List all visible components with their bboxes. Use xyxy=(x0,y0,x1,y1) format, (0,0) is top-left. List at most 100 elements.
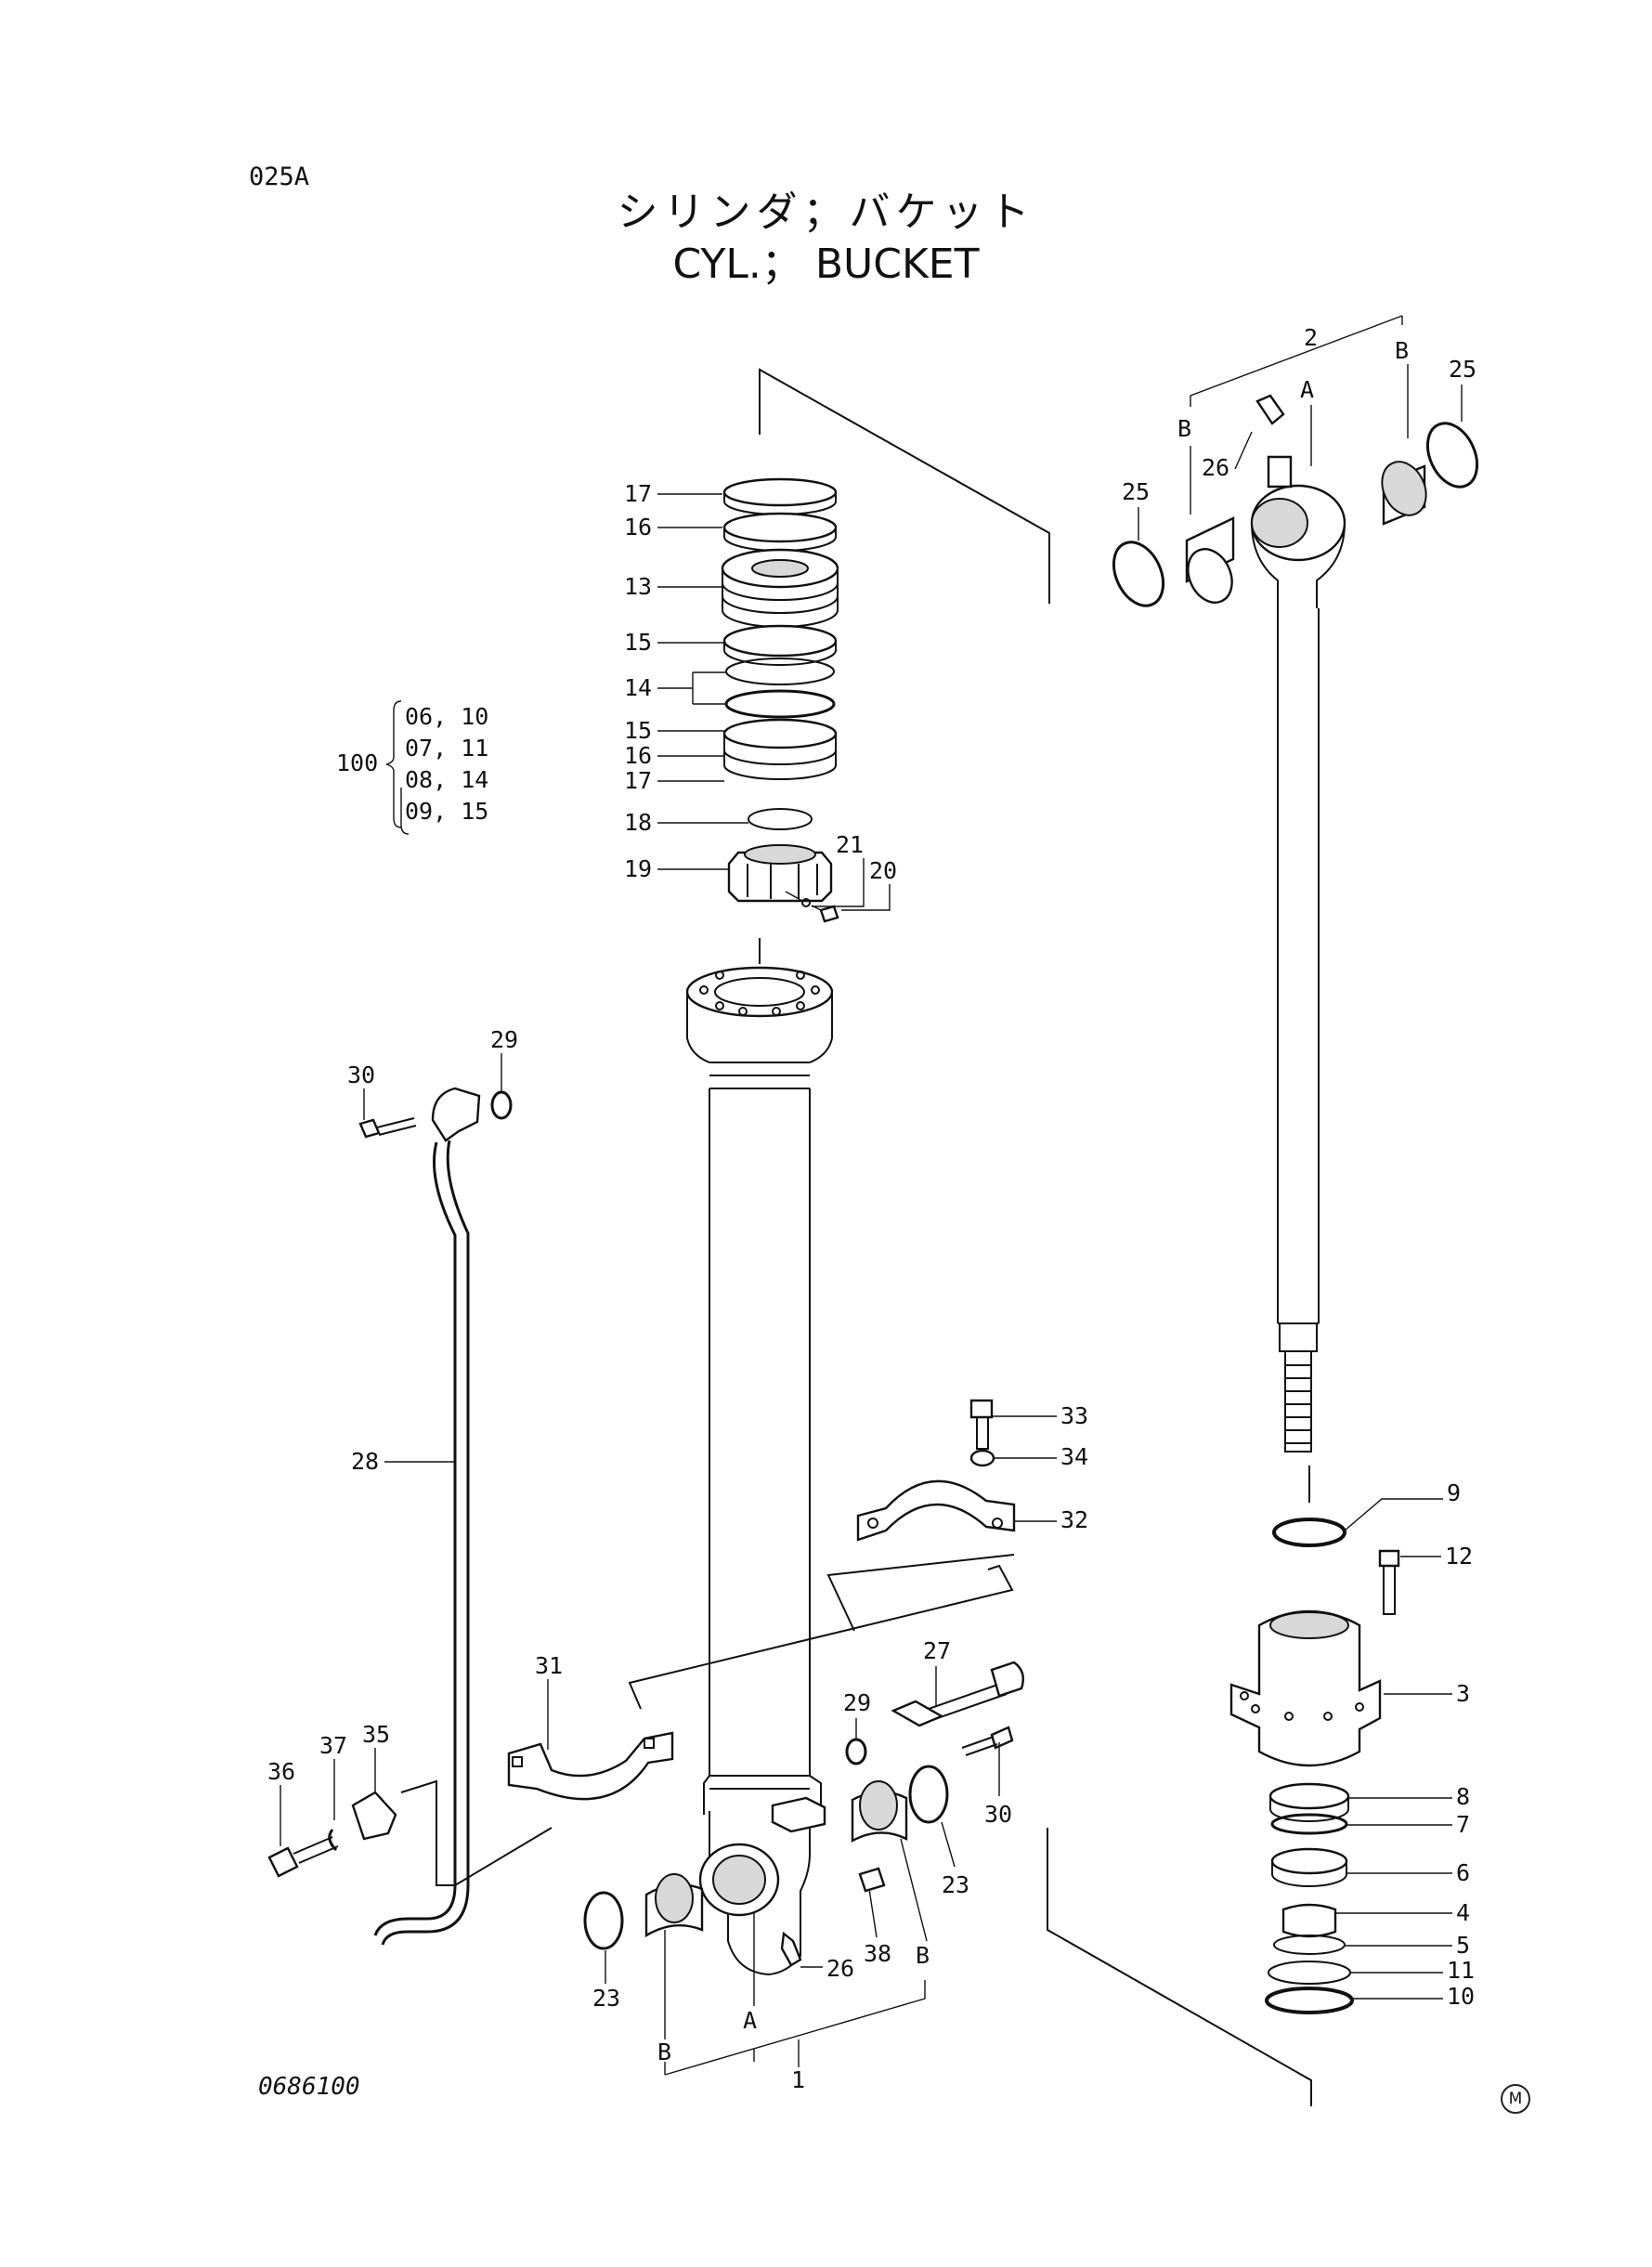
callout-29-top: 29 xyxy=(490,1026,518,1053)
backup-ring-11 xyxy=(1268,1961,1351,1985)
rod-grease-boss xyxy=(1267,455,1293,489)
callout-15-lower: 15 xyxy=(624,717,652,744)
callout-26-bottom: 26 xyxy=(826,1955,854,1982)
tube-head-flange xyxy=(685,966,834,1018)
elbow-fitting xyxy=(431,1087,481,1142)
callout-3: 3 xyxy=(1456,1680,1470,1707)
clamp-link-line-2 xyxy=(826,1554,1015,1632)
assembly-bracket-top xyxy=(759,368,1050,604)
bolt-33 xyxy=(969,1399,994,1419)
callout-23-right: 23 xyxy=(942,1871,969,1898)
callout-6: 6 xyxy=(1456,1859,1470,1886)
callout-17-lower: 17 xyxy=(624,767,652,794)
wear-ring-17 xyxy=(722,477,838,507)
piston-rod xyxy=(1112,394,1479,1453)
rod-head-callouts: 9 12 3 8 7 6 4 5 11 10 xyxy=(1335,1479,1475,2010)
set-screw-20 xyxy=(819,905,839,923)
callout-26-top: 26 xyxy=(1202,454,1229,481)
washer-34 xyxy=(969,1449,995,1467)
callout-31: 31 xyxy=(535,1652,563,1679)
callout-B-rod-right: B xyxy=(1395,337,1409,364)
callout-18: 18 xyxy=(624,809,652,836)
seal-8 xyxy=(1268,1782,1350,1810)
assembly-bracket-bottom xyxy=(1047,1828,1312,2106)
seal-14-a xyxy=(725,658,835,685)
pipe-callouts: 29 30 28 31 35 37 36 33 34 32 27 29 30 2… xyxy=(267,1026,1088,2012)
dust-seal-25-left xyxy=(1112,541,1165,607)
clamp-35 xyxy=(351,1791,397,1841)
pipe-28-outer xyxy=(373,1141,457,1936)
bolt-30-bottom-head xyxy=(990,1726,1014,1750)
callout-7: 7 xyxy=(1456,1811,1470,1838)
seal-14-b xyxy=(724,689,836,719)
callout-32: 32 xyxy=(1060,1506,1088,1533)
callout-10: 10 xyxy=(1447,1983,1475,2010)
plug-38 xyxy=(858,1867,886,1893)
o-ring-29-top xyxy=(490,1090,513,1120)
callout-35: 35 xyxy=(362,1721,390,1748)
callout-28: 28 xyxy=(351,1448,379,1475)
callout-14: 14 xyxy=(624,674,652,701)
o-ring-10 xyxy=(1265,1987,1354,2014)
callout-36: 36 xyxy=(267,1758,295,1785)
callout-25-left: 25 xyxy=(1122,478,1150,505)
callout-25-right: 25 xyxy=(1449,356,1476,383)
tube-bracket-line xyxy=(664,1980,926,2076)
kit-line-1: 06, 10 xyxy=(405,703,488,730)
callout-2: 2 xyxy=(1304,324,1318,351)
pipe-28-inner xyxy=(381,1140,470,1946)
callout-B-rod-left: B xyxy=(1177,415,1191,442)
clamp-32 xyxy=(856,1479,1016,1542)
callout-17-top: 17 xyxy=(624,480,652,507)
callout-19: 19 xyxy=(624,855,652,882)
title-english: CYL.； BUCKET xyxy=(672,241,980,288)
stack-callouts: 17 16 13 15 14 15 16 17 18 19 21 20 xyxy=(624,480,897,911)
cylinder-tube xyxy=(685,966,834,1976)
registered-mark: M xyxy=(1501,2084,1530,2114)
callout-29-bottom: 29 xyxy=(843,1689,871,1716)
flange-27 xyxy=(891,1700,944,1727)
backup-ring-15 xyxy=(722,624,838,658)
clamp-link-line xyxy=(628,1564,1014,1710)
dust-seal-23-right xyxy=(908,1765,949,1824)
drawing-number: 0686100 xyxy=(258,2073,360,2101)
clamp-31 xyxy=(507,1731,674,1801)
ring-18 xyxy=(748,808,813,830)
rod-head-parts xyxy=(1229,1518,1400,2014)
callout-8: 8 xyxy=(1456,1783,1470,1810)
callout-15-top: 15 xyxy=(624,629,652,656)
grease-nipple-26-top xyxy=(1255,394,1285,425)
tube-part-bracket: A B B 1 xyxy=(657,1838,930,2093)
backup-ring-15-lower xyxy=(722,718,838,749)
callout-12: 12 xyxy=(1445,1543,1473,1570)
tube-port-boss xyxy=(771,1796,826,1833)
page-code: 025A xyxy=(249,163,310,191)
callout-30-bottom: 30 xyxy=(984,1801,1012,1828)
ring-16 xyxy=(722,512,838,543)
bushing-4 xyxy=(1281,1903,1337,1938)
bolt-30-top-head xyxy=(358,1118,381,1139)
o-ring-29-bottom xyxy=(845,1738,867,1765)
callout-5: 5 xyxy=(1456,1932,1470,1959)
callout-34: 34 xyxy=(1060,1443,1088,1470)
callout-A-rod: A xyxy=(1300,376,1314,403)
ring-7 xyxy=(1270,1813,1348,1835)
callout-13: 13 xyxy=(624,573,652,600)
callout-27: 27 xyxy=(923,1637,951,1664)
callout-23-left: 23 xyxy=(592,1985,620,2012)
clamp-guide-line xyxy=(400,1779,553,1886)
steel-ball-21 xyxy=(801,898,811,907)
callout-A-tube: A xyxy=(743,2007,757,2034)
rod-callouts: 2 B A B 26 25 25 xyxy=(1122,315,1476,541)
fitting-27-end xyxy=(990,1661,1024,1698)
callout-16-lower: 16 xyxy=(624,742,652,769)
ring-9 xyxy=(1272,1518,1346,1547)
kit-label: 100 xyxy=(336,749,378,776)
callout-38: 38 xyxy=(864,1940,891,1967)
callout-11: 11 xyxy=(1447,1957,1475,1984)
bolt-36-head xyxy=(267,1846,299,1878)
callout-4: 4 xyxy=(1456,1899,1470,1926)
bolt-12-head xyxy=(1378,1549,1400,1568)
piston-stack xyxy=(721,477,839,923)
kit-line-4: 09, 15 xyxy=(405,798,488,825)
